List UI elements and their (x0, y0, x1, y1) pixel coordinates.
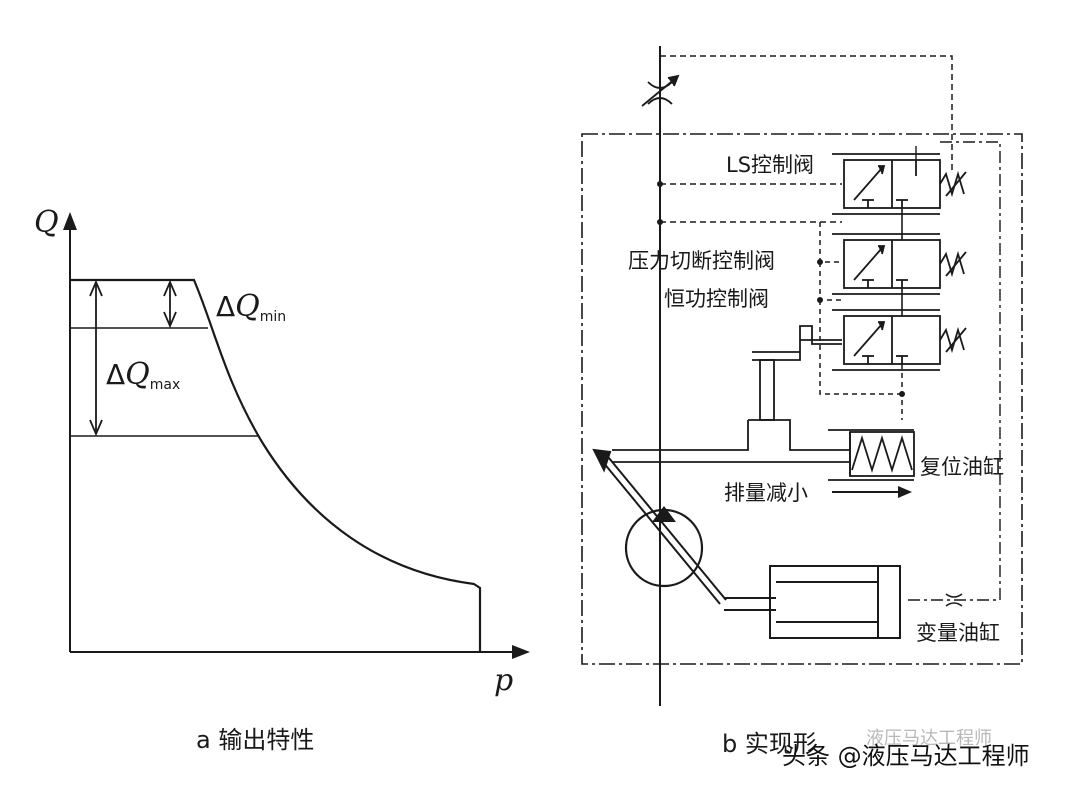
displacement-arrowhead-icon (898, 486, 912, 498)
dq-max-arrowhead-top-icon (89, 279, 103, 297)
displacement-decrease-label: 排量减小 (724, 481, 808, 505)
ls-pilot-line (660, 55, 953, 172)
dq-max-arrowhead-bottom-icon (89, 419, 103, 437)
ls-valve-label: LS控制阀 (726, 153, 814, 177)
y-axis-label: Q (34, 205, 59, 240)
panel-a-output-characteristic (63, 212, 530, 659)
pressure-cutoff-valve (832, 233, 967, 295)
throttle-icon (641, 74, 680, 107)
variable-cylinder-pilot-line (906, 141, 1001, 601)
pump-enclosure (581, 133, 1023, 665)
variable-cylinder (724, 565, 901, 639)
caption-b: b 实现形 (722, 730, 817, 758)
x-axis-label: p (494, 663, 513, 698)
pressure-cutoff-label: 压力切断控制阀 (628, 249, 775, 273)
dq-max-label: ΔQmax (106, 357, 180, 393)
constant-power-valve (832, 309, 967, 371)
ls-control-valve (832, 153, 967, 215)
constant-power-label: 恒功控制阀 (664, 287, 769, 311)
x-axis-arrow-icon (512, 645, 530, 659)
flow-curve (70, 278, 482, 652)
cutoff-pilot-line (819, 222, 842, 263)
pump-direction-icon (652, 506, 676, 522)
variable-cylinder-label: 变量油缸 (916, 621, 1000, 645)
y-axis-arrow-icon (63, 212, 77, 230)
reset-cylinder-label: 复位油缸 (920, 455, 1004, 479)
reset-cylinder (612, 419, 915, 481)
dq-min-arrowhead-bottom-icon (163, 311, 177, 329)
dq-min-arrowhead-top-icon (163, 279, 177, 297)
watermark-faint: 液压马达工程师 (866, 728, 992, 749)
panel-b-implementation (581, 46, 1023, 706)
dq-min-label: ΔQmin (216, 289, 286, 325)
swash-plate (592, 448, 727, 605)
orifice-icon (945, 593, 963, 607)
watermark-text: 头条 @液压马达工程师 (782, 742, 1030, 770)
caption-a: a 输出特性 (196, 726, 314, 754)
power-return-line (819, 300, 902, 395)
power-feedback-linkage (752, 325, 842, 421)
